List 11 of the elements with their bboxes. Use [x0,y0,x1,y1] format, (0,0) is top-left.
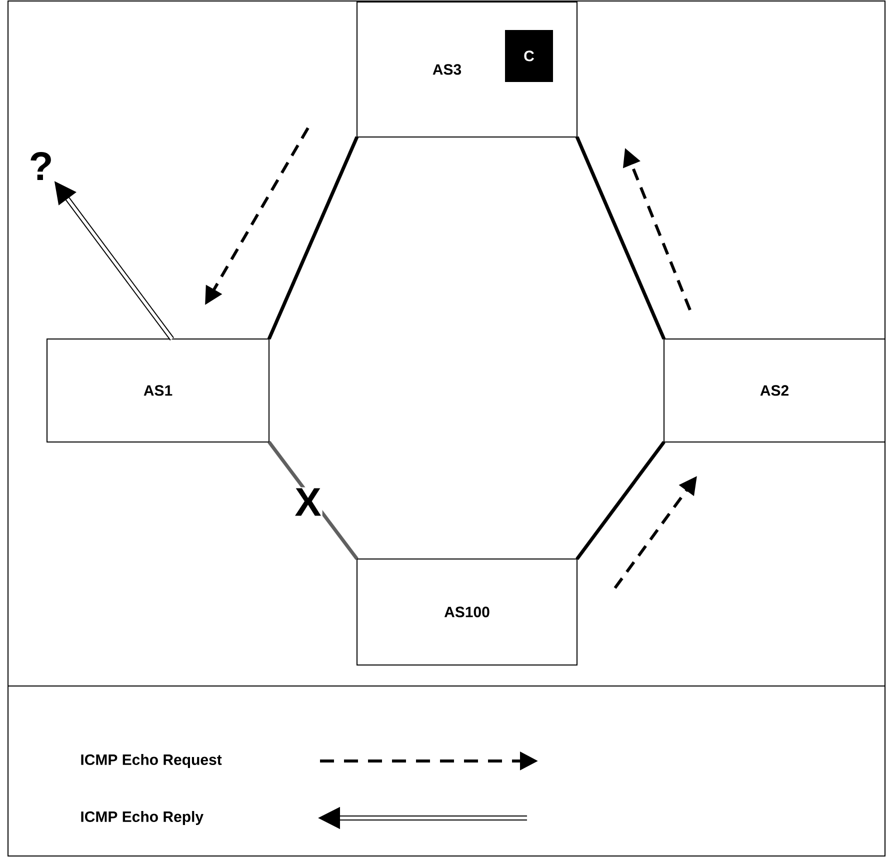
router-box: C [505,30,553,82]
as-box: AS2 [664,338,886,442]
link-line [267,136,359,340]
edge-label: X [295,488,321,516]
as-box: AS1 [46,338,270,442]
legend-text: ICMP Echo Reply [81,811,204,825]
as-box: AS100 [356,558,578,666]
link-line [576,440,666,560]
question-mark: ? [30,152,51,180]
link-line [575,136,666,340]
legend-text: ICMP Echo Request [81,754,222,768]
